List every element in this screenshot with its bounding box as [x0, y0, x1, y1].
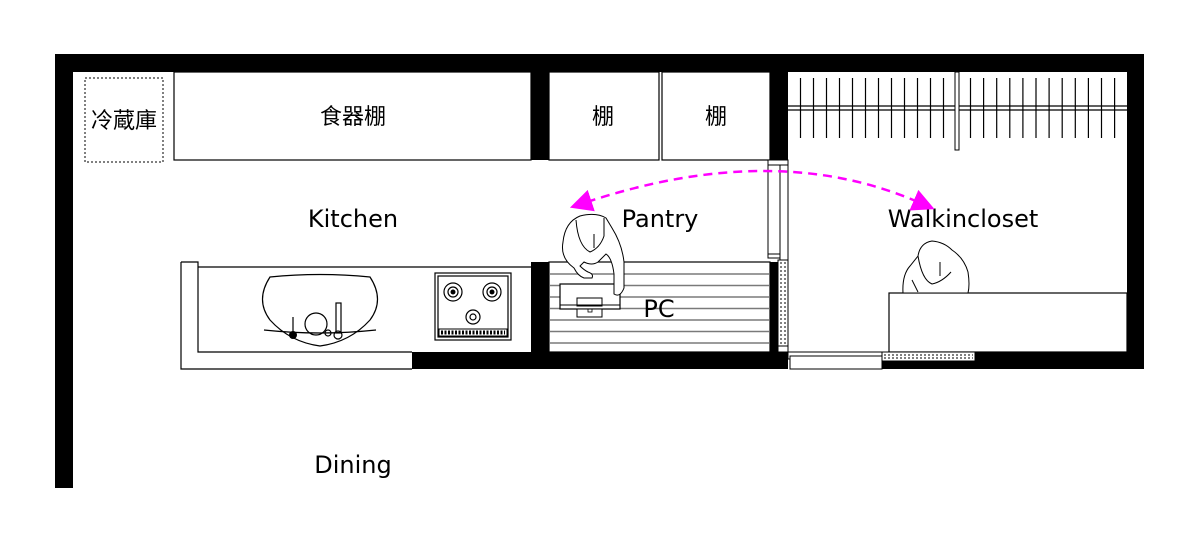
- sink-icon: [261, 273, 379, 347]
- burner: [482, 282, 502, 302]
- refrigerator-label: 冷蔵庫: [91, 109, 157, 134]
- person-icon: [902, 240, 970, 294]
- wall-pantry-right-upper: [770, 72, 788, 160]
- room-label-walkincloset: Walkincloset: [888, 205, 1039, 233]
- gas-stove-icon: [434, 272, 512, 341]
- shelf-1-label: 棚: [592, 105, 614, 130]
- shelf-2-label: 棚: [705, 105, 727, 130]
- shelf-2: 棚: [658, 71, 771, 161]
- sliding-door-icon[interactable]: [767, 159, 789, 353]
- path-arrow-icon: [569, 169, 935, 212]
- wall-pantry-right-lower: [770, 262, 778, 369]
- cupboard-label: 食器棚: [320, 105, 386, 130]
- wall-bottom-kitchen: [412, 352, 788, 369]
- desk-label: PC: [643, 295, 674, 323]
- wall-pantry-left-upper: [531, 72, 549, 160]
- burner: [443, 282, 463, 302]
- kitchen-counter: [180, 261, 531, 370]
- room-label-dining: Dining: [314, 451, 391, 479]
- wall-pantry-left-lower: [531, 262, 549, 369]
- closet-rod: [788, 71, 1127, 151]
- closet-counter: [888, 292, 1128, 353]
- hangers-left: [799, 78, 945, 138]
- room-label-pantry: Pantry: [622, 205, 699, 233]
- wall-top: [55, 54, 1144, 72]
- sliding-door-icon[interactable]: [787, 351, 976, 370]
- hangers-right: [969, 78, 1116, 138]
- cupboard: 食器棚: [173, 71, 532, 161]
- refrigerator: 冷蔵庫: [84, 77, 164, 163]
- shelf-1: 棚: [548, 71, 660, 161]
- wall-left: [55, 54, 73, 488]
- room-label-kitchen: Kitchen: [308, 205, 398, 233]
- burner: [465, 309, 481, 325]
- person-icon: [562, 213, 625, 296]
- wall-right: [1127, 54, 1144, 369]
- computer-icon: [559, 283, 621, 318]
- pc-desk: PC: [548, 261, 771, 353]
